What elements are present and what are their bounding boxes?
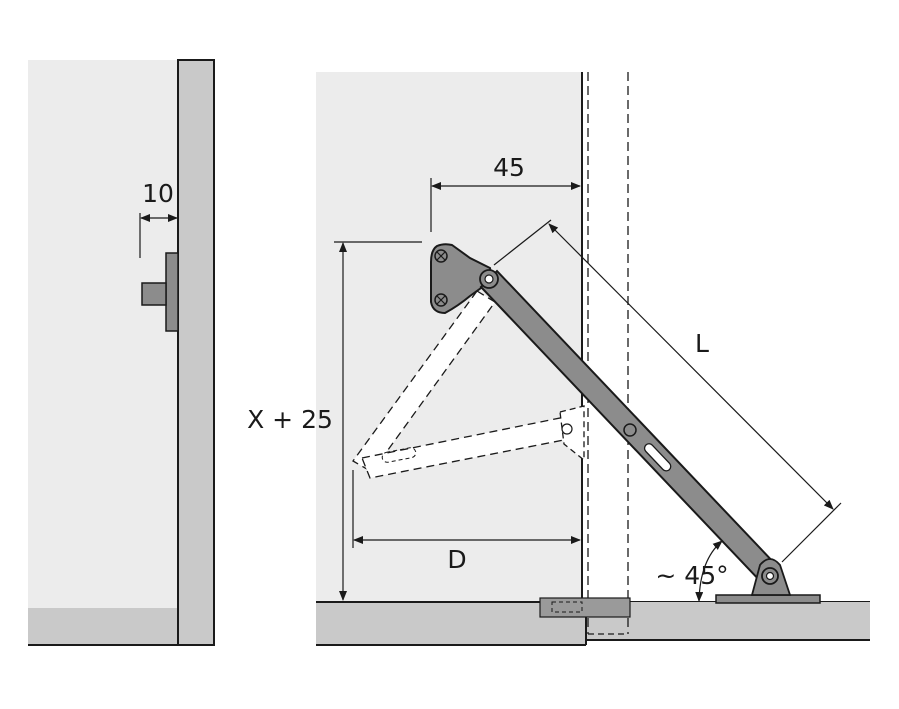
dim-angle-label: ~ 45° <box>655 561 728 590</box>
dim-L-label: L <box>695 329 709 358</box>
cabinet-bottom-strip <box>28 608 178 645</box>
lower-bracket <box>715 558 821 604</box>
dim-L-ext-bottom <box>781 502 842 563</box>
dim-10-label: 10 <box>142 179 174 208</box>
dim-x25-label: X + 25 <box>247 405 333 434</box>
hinge-block <box>539 597 631 618</box>
screw-bottom-x2 <box>436 295 446 305</box>
screw-top-x2 <box>436 251 446 261</box>
cabinet-side-panel <box>28 60 178 645</box>
stay-ghost-upper-arm <box>352 290 496 473</box>
main-view: 45 X + 25 D L ~ 45° <box>247 72 870 646</box>
side-detail: 10 <box>28 59 215 646</box>
angle-arc <box>695 540 723 602</box>
lower-pivot-hole <box>765 571 775 581</box>
hinge-inner <box>551 601 583 613</box>
dim-D-label: D <box>447 545 466 574</box>
top-bracket <box>430 243 494 315</box>
lower-bracket-base <box>715 594 821 604</box>
dim-L-ext-top <box>493 219 552 266</box>
mounting-plate <box>165 252 179 332</box>
stay-top-pivot-hole <box>484 274 494 284</box>
stay-mid-rivet <box>623 423 637 437</box>
mounting-pin <box>141 282 167 306</box>
dim-L-line <box>548 223 834 510</box>
lid-panel <box>586 602 870 640</box>
door-panel-left <box>177 59 215 646</box>
stay-ghost-slot <box>381 447 417 463</box>
dim-45-label: 45 <box>493 153 525 182</box>
